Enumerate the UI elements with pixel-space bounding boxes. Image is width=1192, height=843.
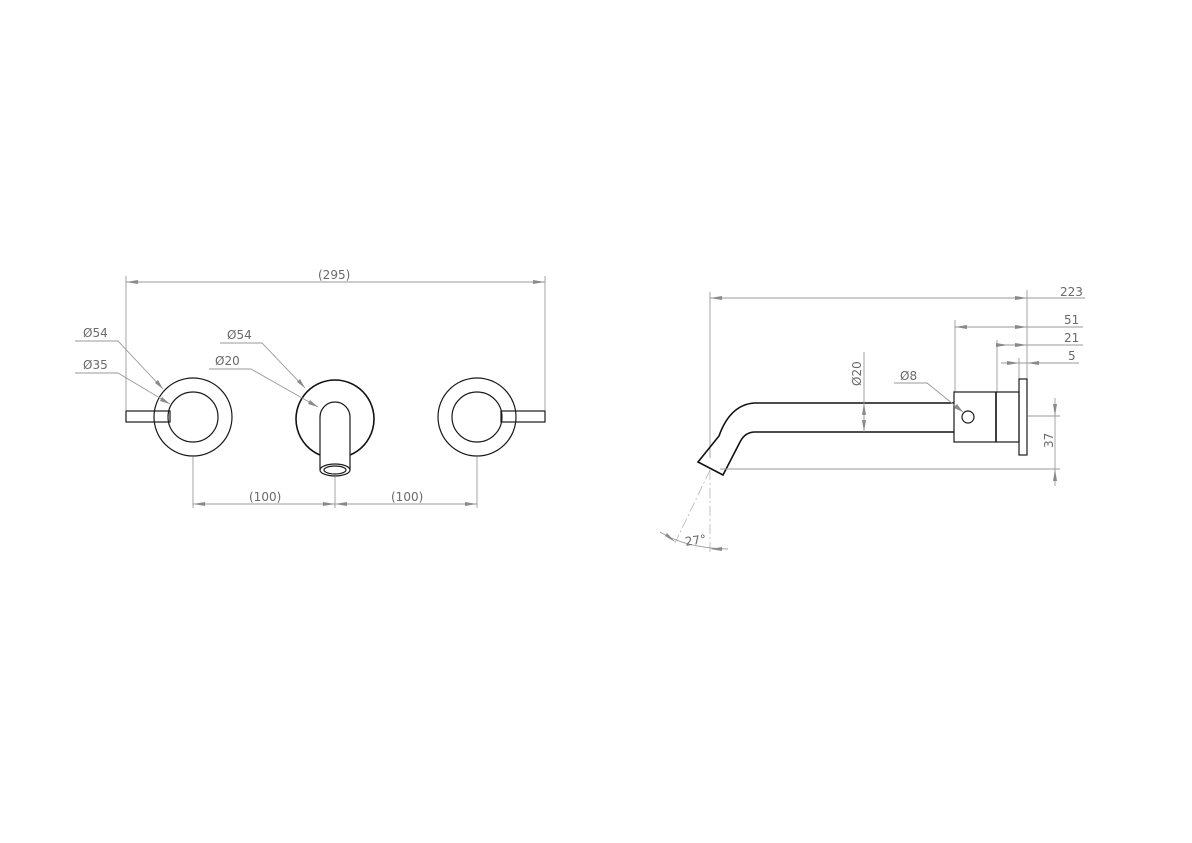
- dimension-body-depth: 51: [954, 313, 1083, 392]
- side-view: 223 51 21 5: [659, 285, 1085, 555]
- dimension-projection: 223: [709, 285, 1085, 458]
- overall-width-label: (295): [318, 268, 350, 282]
- grub-screw-diameter-callout: Ø8: [894, 369, 964, 413]
- projection-label: 223: [1060, 285, 1083, 299]
- dimension-flange-thickness: 5: [1001, 349, 1079, 379]
- height-offset-label: 37: [1042, 433, 1056, 448]
- spout-plate-diameter-label: Ø54: [227, 328, 252, 342]
- spout-diameter-label: Ø20: [215, 354, 240, 368]
- spacing-left-label: (100): [249, 490, 281, 504]
- spout-plate-diameter-callout: Ø54: [220, 328, 306, 389]
- dimension-outlet-angle: 27°: [659, 469, 729, 555]
- front-spout: [295, 379, 375, 477]
- side-spout-diameter-dimension: Ø20: [850, 352, 866, 432]
- left-handle-inner-diameter-callout: Ø35: [75, 358, 171, 405]
- side-body: [953, 378, 1028, 456]
- flange-thickness-label: 5: [1068, 349, 1076, 363]
- side-spout: [696, 402, 954, 477]
- spout-diameter-callout: Ø20: [209, 354, 319, 408]
- dimension-overall-width: (295): [125, 268, 546, 410]
- left-inner-diameter-label: Ø35: [83, 358, 108, 372]
- dimension-height-offset: 37: [720, 398, 1060, 486]
- front-view: (295) Ø54 Ø35 Ø54: [75, 268, 546, 508]
- left-handle-outer-diameter-callout: Ø54: [75, 326, 164, 390]
- dimension-body-rear: 21: [996, 331, 1083, 392]
- grub-screw-diameter-label: Ø8: [900, 369, 917, 383]
- right-handle: [437, 377, 546, 457]
- dimension-spacing: (100) (100): [192, 457, 478, 508]
- body-depth-label: 51: [1064, 313, 1079, 327]
- body-rear-label: 21: [1064, 331, 1079, 345]
- left-handle: [125, 377, 233, 457]
- side-spout-diameter-label: Ø20: [850, 361, 864, 386]
- left-outer-diameter-label: Ø54: [83, 326, 108, 340]
- spacing-right-label: (100): [391, 490, 423, 504]
- outlet-angle-label: 27°: [684, 532, 707, 549]
